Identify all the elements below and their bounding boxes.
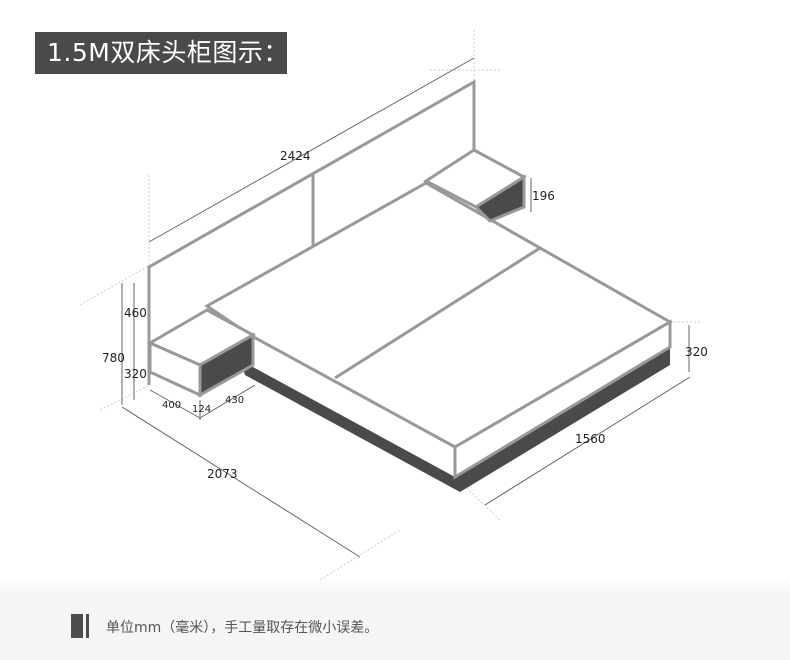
- dim-total-height: 780: [102, 351, 125, 365]
- footer-note: 单位mm（毫米），手工量取存在微小误差。: [106, 620, 379, 636]
- headboard: [147, 79, 476, 385]
- footer-band: [0, 578, 790, 660]
- extension-lines: [79, 30, 700, 581]
- dim-headboard-upper: 460: [124, 306, 147, 320]
- dim-gap: 124: [192, 404, 211, 415]
- dim-nightstand-height-right: 196: [532, 189, 555, 203]
- dim-bed-length: 1560: [575, 432, 606, 446]
- dim-nightstand-width: 430: [225, 395, 244, 406]
- dimension-lines: [121, 57, 691, 558]
- note-marker-thin: [86, 614, 89, 638]
- dim-headboard-width: 2424: [280, 149, 311, 163]
- dim-total-length: 2073: [207, 467, 238, 481]
- nightstand-left: [146, 308, 257, 398]
- nightstand-right: [423, 148, 527, 223]
- dim-nightstand-depth: 400: [162, 400, 181, 411]
- dim-nightstand-height-left: 320: [124, 367, 147, 381]
- page-title: 1.5M双床头柜图示：: [35, 32, 288, 74]
- dim-bed-height: 320: [685, 345, 708, 359]
- note-marker: [71, 614, 83, 638]
